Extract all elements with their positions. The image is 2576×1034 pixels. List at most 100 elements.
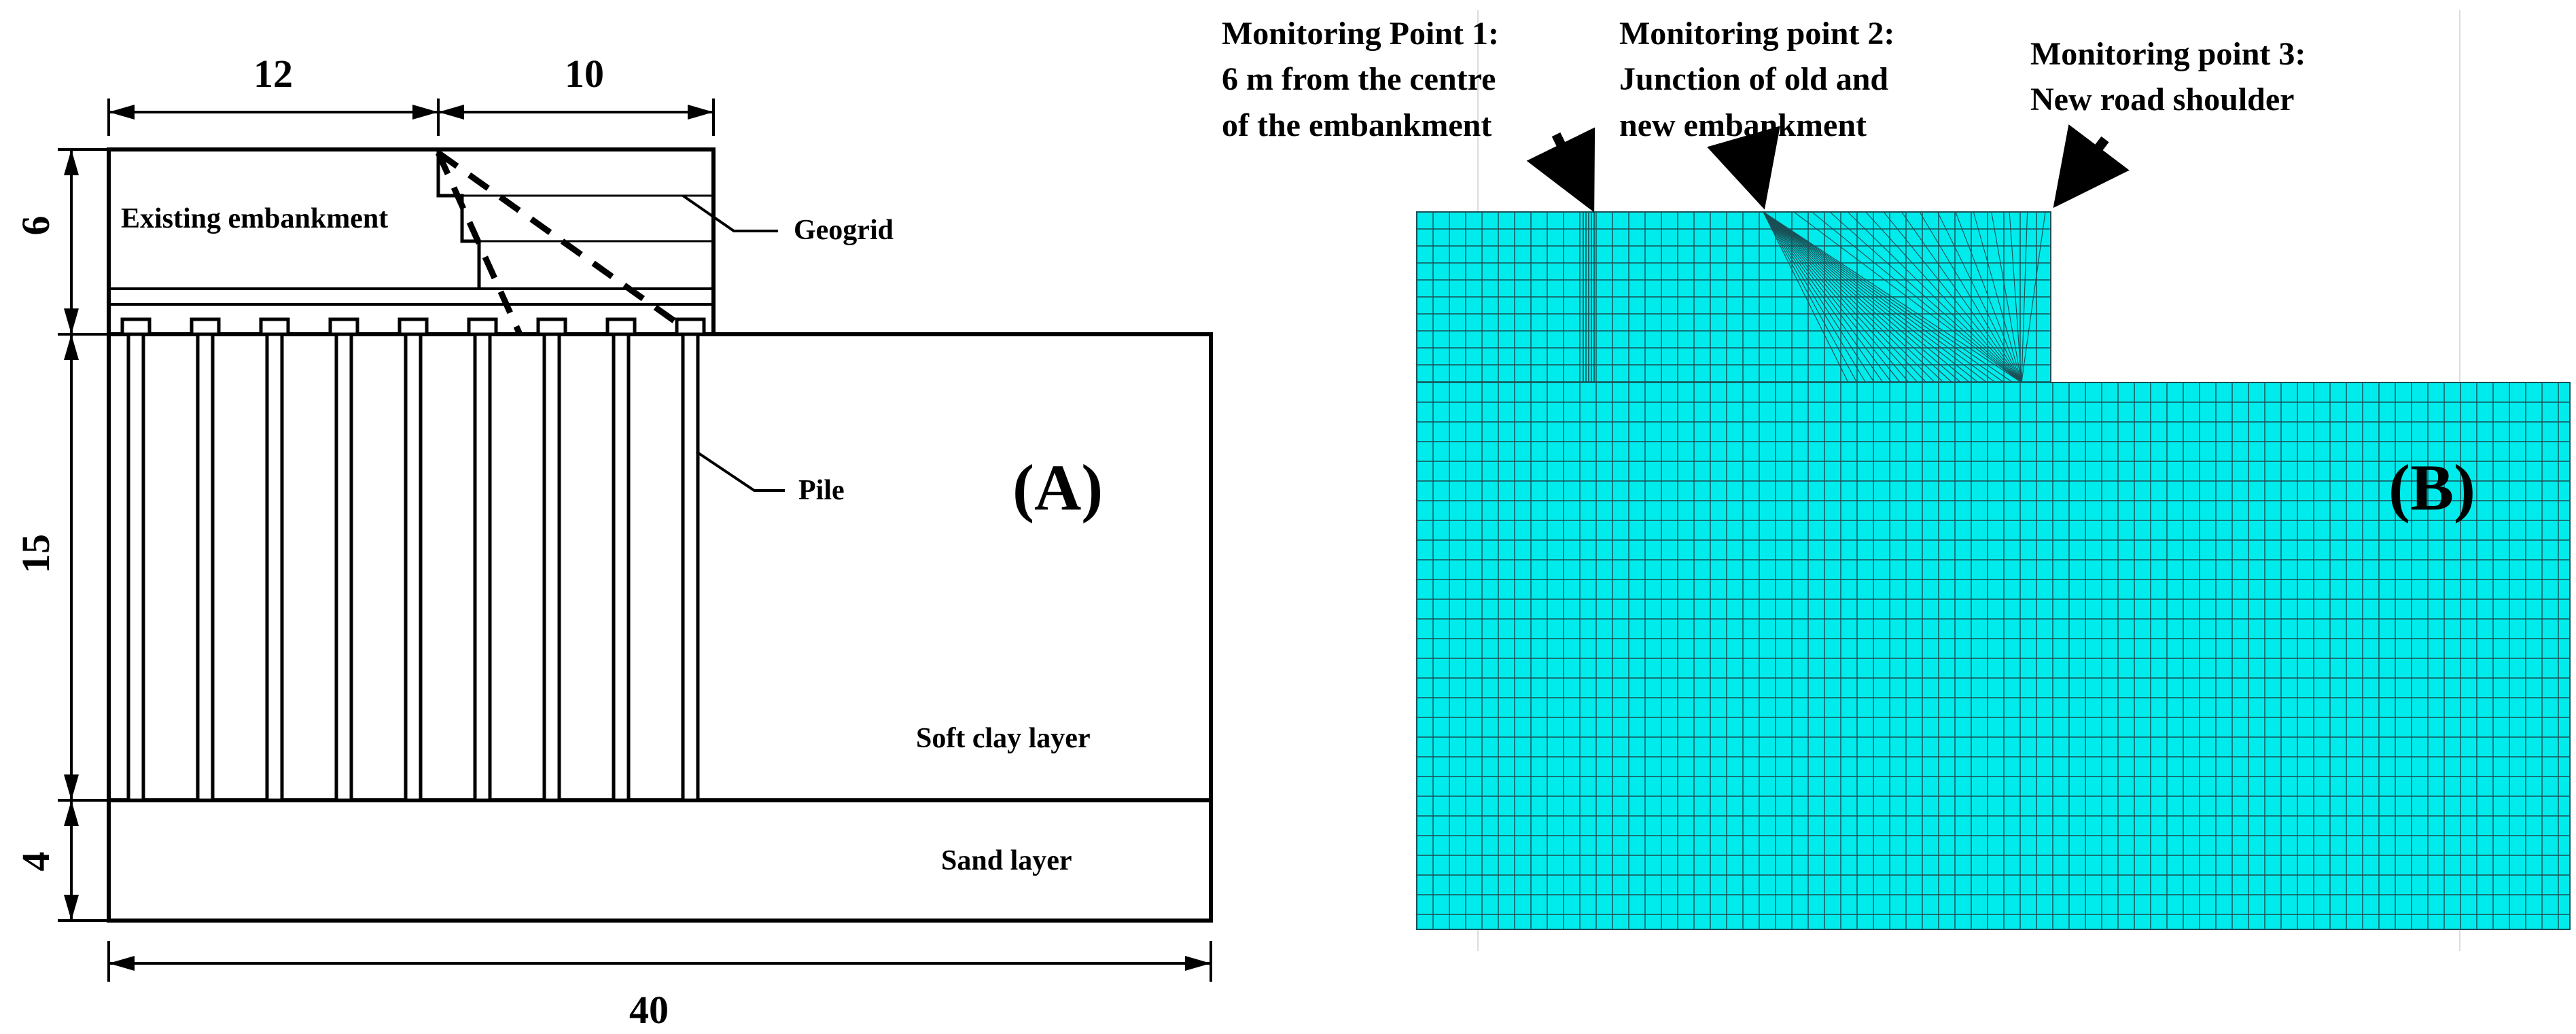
- mesh-grid: [1417, 211, 2570, 929]
- pile-cap: [259, 317, 290, 336]
- pile-cap: [120, 317, 152, 336]
- panel-a-label: (A): [1012, 451, 1103, 524]
- mesh-fan-line: [1763, 211, 1892, 383]
- pile-cap: [605, 317, 637, 336]
- mp1-arrow: [1526, 127, 1595, 213]
- mesh-fan-line: [1763, 211, 1944, 383]
- mesh-fan-line: [1793, 211, 2022, 383]
- pile: [612, 332, 631, 802]
- mp3-line1: Monitoring point 3:: [2030, 36, 2306, 72]
- mesh-fan-line: [2021, 211, 2028, 383]
- pile-cap: [675, 317, 706, 336]
- pile-cap: [536, 317, 567, 336]
- dim-label-15: 15: [14, 534, 58, 573]
- mesh-fan-line: [2021, 211, 2046, 383]
- mesh-fan-line: [1763, 211, 1979, 383]
- mp1-line1: Monitoring Point 1:: [1222, 16, 1499, 52]
- slope-dashed-line: [435, 151, 523, 336]
- panel-a-cross-section: [58, 99, 1213, 982]
- geogrid-label: Geogrid: [794, 215, 894, 246]
- geogrid-leader: [682, 194, 778, 232]
- dim-label-10: 10: [565, 52, 604, 96]
- pile-cap: [467, 317, 498, 336]
- arrow-head: [64, 800, 79, 826]
- pile: [404, 332, 423, 802]
- arrow-head: [438, 105, 464, 120]
- dim-label-4: 4: [14, 852, 58, 872]
- slope-dashed-line: [436, 150, 695, 337]
- mesh-fan-line: [1763, 211, 1927, 383]
- pile: [542, 332, 561, 802]
- mesh-fan-line: [1763, 211, 1858, 383]
- mesh-fan-line: [1763, 211, 1884, 383]
- mp3-line2: New road shoulder: [2030, 82, 2294, 118]
- mesh-fan-line: [1763, 211, 1988, 383]
- mesh-fan-line: [1865, 211, 2022, 383]
- mesh-fan-line: [1991, 211, 2022, 383]
- arrow-head: [64, 334, 79, 360]
- mesh-fan-line: [1763, 211, 1953, 383]
- mesh-fan-line: [1763, 211, 2005, 383]
- panel-b-label: (B): [2388, 451, 2475, 524]
- pile: [473, 332, 492, 802]
- sand-label: Sand layer: [941, 845, 1072, 876]
- embankment-step-boundary: [436, 149, 481, 289]
- arrow-head: [109, 105, 135, 120]
- mesh-fan-line: [1763, 211, 1962, 383]
- sand-layer: [107, 798, 1213, 923]
- mesh-fan-line: [1919, 211, 2022, 383]
- pile-cap: [398, 317, 429, 336]
- mp2-arrow: [1707, 126, 1780, 210]
- mesh-fan-line: [1883, 211, 2022, 383]
- mesh-fan-line: [1763, 211, 1918, 383]
- pile-cap: [190, 317, 221, 336]
- mesh-fan-line: [1763, 211, 1909, 383]
- soft-clay-label: Soft clay layer: [916, 723, 1091, 754]
- mesh-domain: [1416, 211, 2571, 930]
- panel-b-mesh: [1416, 10, 2571, 951]
- mesh-fan-line: [1763, 211, 1935, 383]
- mesh-fan-line: [1955, 211, 2022, 383]
- arrow-head: [64, 895, 79, 921]
- pile: [681, 332, 700, 802]
- pile: [334, 332, 353, 802]
- arrow-head: [1185, 956, 1211, 971]
- embankment-label: Existing embankment: [121, 203, 388, 234]
- mesh-fan-line: [1763, 211, 1901, 383]
- arrow-head: [64, 774, 79, 800]
- pile-group: [120, 317, 706, 802]
- mp2-line3: new embankment: [1619, 107, 1867, 143]
- mesh-fan-line: [1763, 211, 2013, 383]
- pile-cap: [328, 317, 359, 336]
- mesh-fan-line: [1763, 211, 2022, 383]
- mesh-fan-line: [1829, 211, 2022, 383]
- pile-leader: [695, 450, 785, 492]
- mesh-fan-line: [1901, 211, 2022, 383]
- mesh-fan-line: [1812, 211, 2022, 383]
- arrow-head: [64, 308, 79, 334]
- dim-label-6: 6: [14, 216, 58, 236]
- mp2-line2: Junction of old and: [1619, 61, 1888, 97]
- pile: [126, 332, 145, 802]
- mp3-arrow: [2053, 124, 2130, 209]
- pile: [265, 332, 284, 802]
- mp1-line2: 6 m from the centre: [1222, 61, 1496, 97]
- mesh-fan-line: [1937, 211, 2022, 383]
- mesh-fan-line: [1763, 211, 1996, 383]
- arrow-head: [64, 149, 79, 175]
- dim-label-40: 40: [629, 988, 669, 1032]
- mesh-fan-line: [2009, 211, 2022, 383]
- mesh-fan-line: [1763, 211, 1875, 383]
- mp1-line3: of the embankment: [1222, 107, 1492, 143]
- mesh-fan-line: [1763, 211, 1867, 383]
- pile-label: Pile: [798, 475, 845, 506]
- arrow-head: [109, 956, 135, 971]
- mesh-fan-line: [1847, 211, 2022, 383]
- mesh-fan-line: [1763, 211, 1970, 383]
- mesh-fan-line: [1973, 211, 2022, 383]
- arrow-head: [688, 105, 713, 120]
- arrow-head: [412, 105, 438, 120]
- dim-label-12: 12: [253, 52, 293, 96]
- mp2-line1: Monitoring point 2:: [1619, 16, 1894, 52]
